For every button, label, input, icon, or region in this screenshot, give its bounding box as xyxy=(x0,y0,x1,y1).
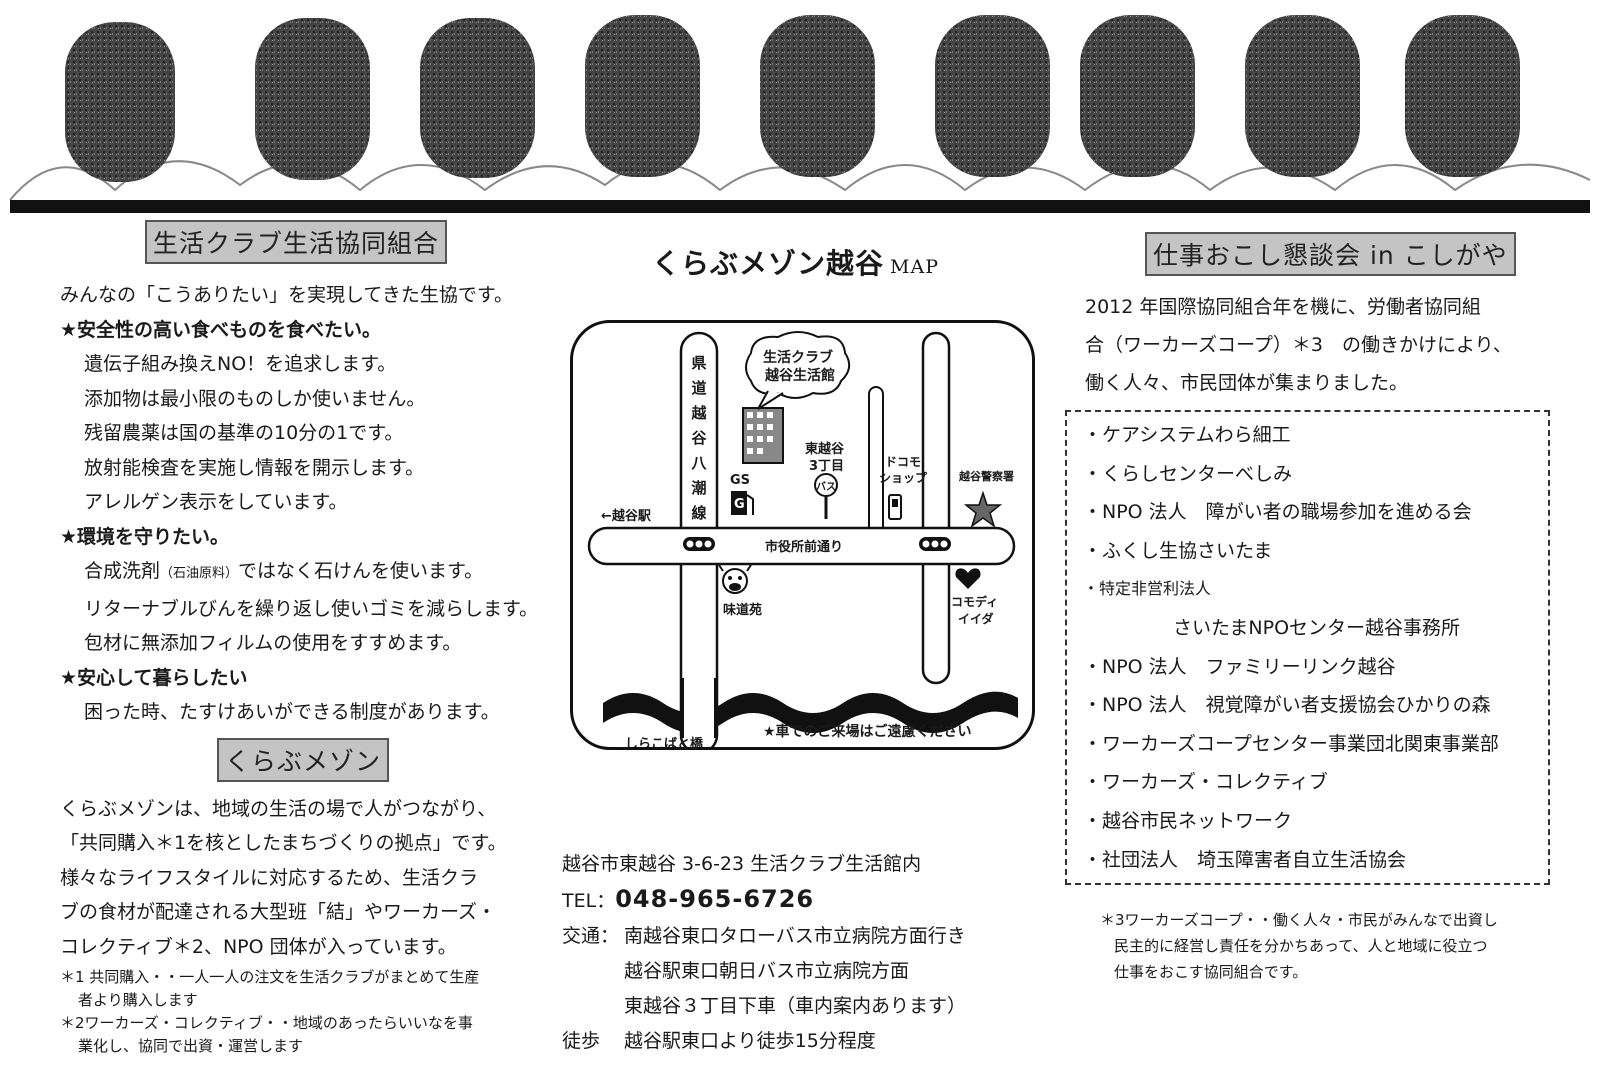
scallop-3 xyxy=(420,18,535,178)
address-line: 越谷市東越谷 3-6-23 生活クラブ生活館内 xyxy=(562,853,922,875)
road-label-char: 県 xyxy=(691,354,707,372)
mezon-body-line: 様々なライフスタイルに対応するため、生活クラ xyxy=(60,866,479,889)
safe-life-item: 困った時、たすけあいができる制度があります。 xyxy=(84,701,500,723)
env-item: 包材に無添加フィルムの使用をすすめます。 xyxy=(84,632,462,654)
left-column: 生活クラブ生活協同組合 みんなの「こうありたい」を実現してきた生協です。 ★安全… xyxy=(60,220,560,1058)
list-item: ・NPO 法人 ファミリーリンク越谷 xyxy=(1083,655,1396,678)
safety-item: アレルゲン表示をしています。 xyxy=(84,491,348,513)
footnote-3: ＊3ワーカーズコープ・・働く人々・市民がみんなで出資し 民主的に経営し責任を分か… xyxy=(1100,911,1498,982)
scallop-7 xyxy=(1080,15,1195,177)
gas-station-icon xyxy=(731,491,754,515)
scallop-8 xyxy=(1245,15,1360,177)
list-item: ・特定非営利法人 xyxy=(1083,579,1212,599)
work-meeting-heading: 仕事おこし懇談会 in こしがや xyxy=(1145,232,1516,276)
organization-list: ・ケアシステムわら細工 ・くらしセンターべしみ ・NPO 法人 障がい者の職場参… xyxy=(1065,410,1550,886)
safety-heading: ★安全性の高い食べものを食べたい。 xyxy=(60,318,382,341)
list-item: ・NPO 法人 視覚障がい者支援協会ひかりの森 xyxy=(1083,694,1491,717)
station-label: ←越谷駅 xyxy=(601,509,651,524)
scallop-2 xyxy=(255,18,370,180)
road-label-char: 谷 xyxy=(691,429,707,447)
store-label-1: コモディ xyxy=(951,595,999,609)
bus-sign-label: バス xyxy=(816,482,836,493)
safety-item: 残留農薬は国の基準の10分の1です。 xyxy=(84,422,404,444)
scallop-5 xyxy=(760,15,875,177)
coop-balloon xyxy=(745,331,851,399)
transit-row: 交通： 南越谷東口タローバス市立病院方面行き 越谷駅東口朝日バス市立病院方面 東… xyxy=(562,925,967,1017)
balloon-text-1: 生活クラブ xyxy=(763,350,833,366)
scallop-banner xyxy=(9,15,1591,201)
side-road-1 xyxy=(868,386,884,538)
walk-row: 徒歩 越谷駅東口より徒歩15分程度 xyxy=(562,1030,876,1052)
store-label-2: イイダ xyxy=(958,612,994,626)
side-road-2 xyxy=(921,331,951,685)
list-item: ・社団法人 埼玉障害者自立生活協会 xyxy=(1083,848,1407,871)
mezon-body-line: ブの食材が配達される大型班「結」やワーカーズ・ xyxy=(60,901,497,923)
env-item: リターナブルびんを繰り返し使いゴミを減らします。 xyxy=(84,597,539,620)
cow-icon xyxy=(718,564,752,594)
safety-item: 添加物は最小限のものしか使いません。 xyxy=(84,387,426,410)
parking-note: ★車でのご来場はご遠慮ください xyxy=(763,724,972,740)
list-item: ・ワーカーズコープセンター事業団北関東事業部 xyxy=(1083,732,1499,755)
mezon-body-line: 「共同購入＊1を核としたまちづくりの拠点」です。 xyxy=(60,832,507,854)
list-item: ・くらしセンターべしみ xyxy=(1083,462,1293,485)
coop-heading: 生活クラブ生活協同組合 xyxy=(145,220,448,264)
safe-life-heading: ★安心して暮らしたい xyxy=(60,666,248,689)
tel-number: 048-965-6726 xyxy=(615,885,815,913)
safety-item: 放射能検査を実施し情報を開示します。 xyxy=(84,456,425,479)
safety-item: 遺伝子組み換えNO！を追求します。 xyxy=(84,353,397,375)
balloon-text-2: 越谷生活館 xyxy=(765,368,835,384)
list-item: ・ケアシステムわら細工 xyxy=(1083,424,1291,446)
police-star-icon xyxy=(963,490,1003,528)
bridge-label: しらこばと橋 xyxy=(625,737,704,750)
footnote-1: ＊1 共同購入・・一人一人の注文を生活クラブがまとめて生産者より購入します xyxy=(60,968,480,1009)
list-item: ・NPO 法人 障がい者の職場参加を進める会 xyxy=(1083,501,1472,524)
list-item: ・ふくし生協さいたま xyxy=(1083,539,1273,562)
scallop-9 xyxy=(1405,15,1520,177)
mezon-body-line: くらぶメゾンは、地域の生活の場で人がつながり、 xyxy=(60,797,497,820)
mezon-heading: くらぶメゾン xyxy=(217,737,390,782)
work-meeting-intro: 2012 年国際協同組合年を機に、労働者協同組 合（ワーカーズコープ）＊3 の働… xyxy=(1085,296,1512,394)
list-item: ・越谷市民ネットワーク xyxy=(1083,809,1293,832)
bus-stop-label-1: 東越谷 xyxy=(805,442,845,457)
road-label-char: 八 xyxy=(691,454,707,472)
docomo-label-1: ドコモ xyxy=(885,455,922,469)
bus-stop-icon xyxy=(814,473,838,519)
road-label-char: 越 xyxy=(691,404,707,422)
tel-line: TEL：048-965-6726 xyxy=(562,885,815,913)
top-divider-bar xyxy=(10,200,1590,213)
docomo-label-2: ショップ xyxy=(879,471,928,485)
police-label: 越谷警察署 xyxy=(959,470,1014,483)
coop-intro: みんなの「こうありたい」を実現してきた生協です。 xyxy=(60,284,513,306)
docomo-phone-icon xyxy=(888,494,902,520)
scallop-6 xyxy=(935,15,1050,177)
env-heading: ★環境を守りたい。 xyxy=(60,525,230,548)
street-label: 市役所前通り xyxy=(765,540,844,555)
traffic-light-right xyxy=(919,537,951,551)
footnote-2: ＊2ワーカーズ・コレクティブ・・地域のあったらいいなを事業化し、協同で出資・運営… xyxy=(60,1014,473,1055)
address-block: 越谷市東越谷 3-6-23 生活クラブ生活館内 TEL：048-965-6726… xyxy=(562,847,1032,1059)
env-item-detergent: 合成洗剤（石油原料）ではなく石けんを使います。 xyxy=(84,560,484,582)
heart-icon xyxy=(955,568,981,589)
access-map: 生活クラブ 越谷生活館 県 道 越 谷 八 潮 線 ←越谷駅 GS G 東越谷 … xyxy=(570,320,1035,750)
road-label-char: 線 xyxy=(691,504,707,522)
right-column: 仕事おこし懇談会 in こしがや 2012 年国際協同組合年を機に、労働者協同組… xyxy=(1065,220,1585,985)
traffic-light-left xyxy=(683,537,715,551)
bus-stop-label-2: 3丁目 xyxy=(809,459,845,474)
list-item: ・ワーカーズ・コレクティブ xyxy=(1083,771,1328,794)
restaurant-label: 味道苑 xyxy=(723,603,763,618)
scallop-4 xyxy=(585,15,700,177)
road-label-char: 道 xyxy=(691,379,707,397)
gas-station-label: GS xyxy=(730,473,751,488)
scallop-1 xyxy=(65,22,175,182)
road-label-char: 潮 xyxy=(691,479,707,497)
gas-station-letter: G xyxy=(734,497,745,512)
mezon-body-line: コレクティブ＊2、NPO 団体が入っています。 xyxy=(60,935,457,958)
list-item: さいたまNPOセンター越谷事務所 xyxy=(1173,616,1461,639)
